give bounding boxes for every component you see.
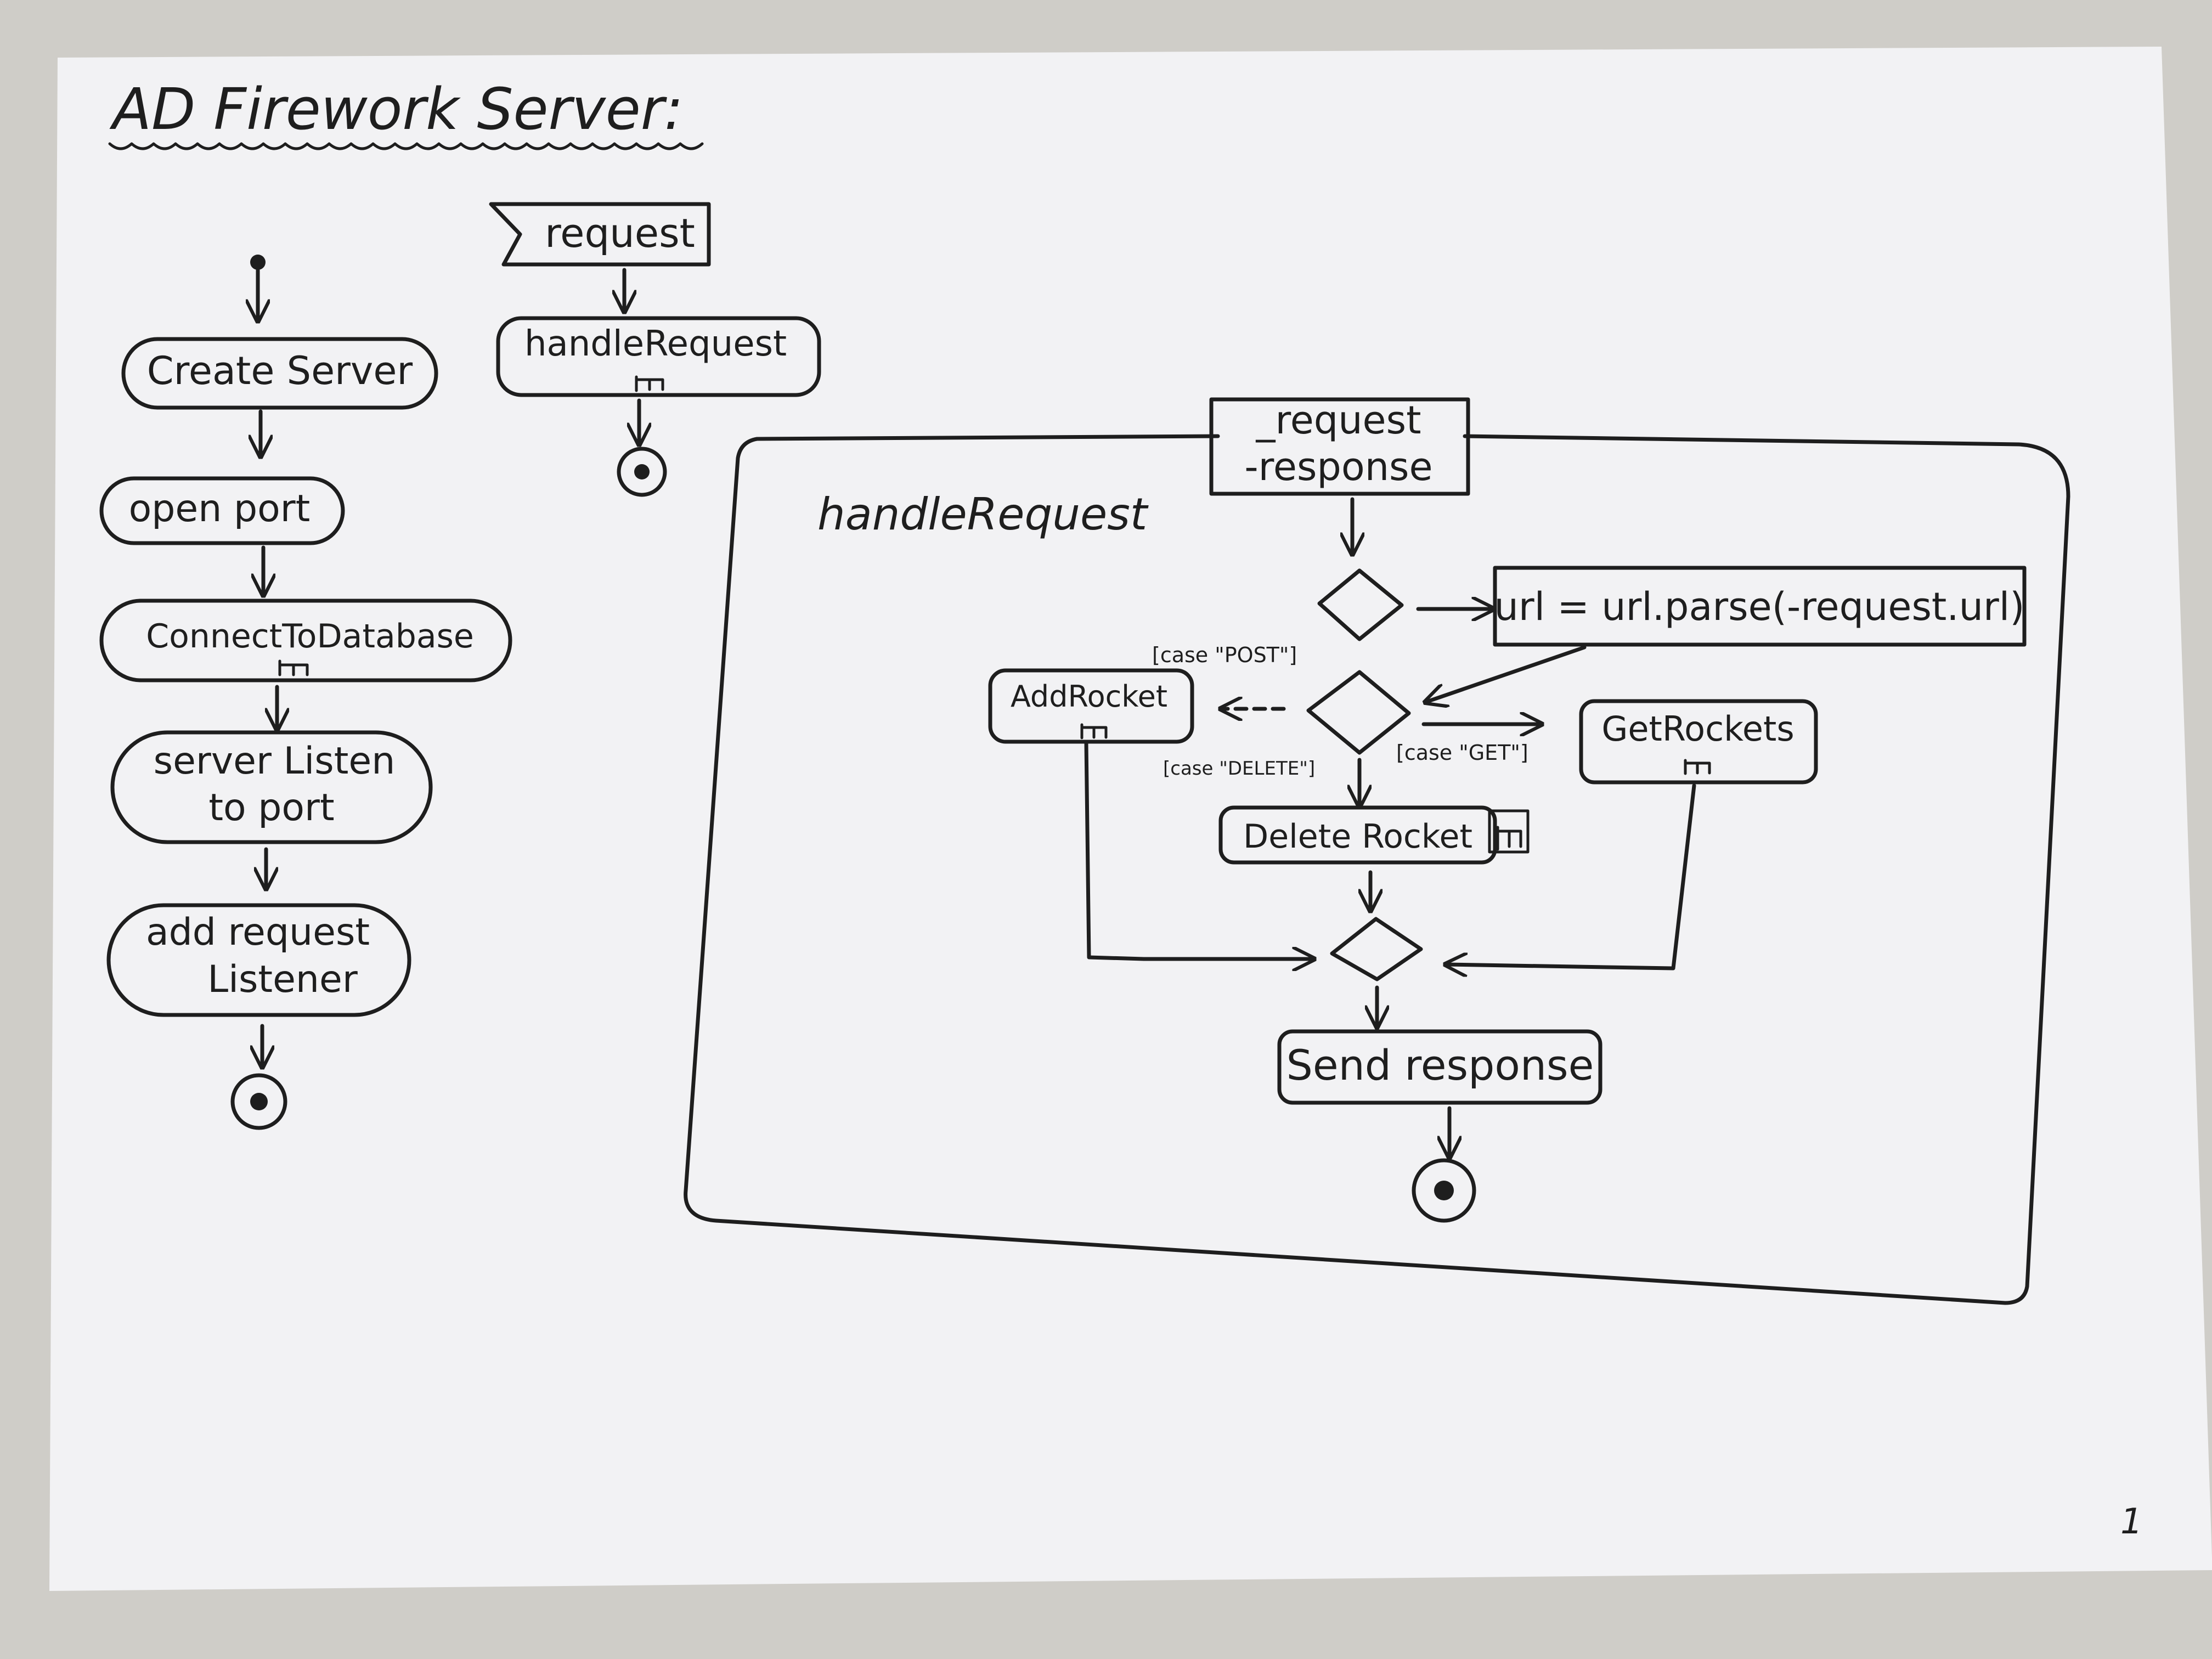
title-underline [108,142,704,150]
node-create-server-label: Create Server [147,348,413,393]
call-behavior-icon [1684,759,1711,775]
node-connect-to-database [99,599,512,682]
node-open-port-label: open port [129,487,311,531]
arrow-get-to-merge [1446,783,1696,968]
call-behavior-icon [1080,723,1108,740]
node-handle-request-label: handleRequest [524,324,787,364]
signal-request-shape [489,202,711,267]
page-title: AD Firework Server: [109,76,684,143]
decision-node-2 [1306,670,1411,755]
guard-post: [case "POST"] [1152,643,1297,667]
arrow-url-to-decision [1425,645,1587,702]
node-open-port [99,476,345,545]
node-send-response [1277,1029,1602,1105]
node-delete-rocket-label: Delete Rocket [1243,817,1472,856]
guard-delete: [case "DELETE"] [1163,758,1315,780]
node-get-rockets-label: GetRockets [1601,709,1794,749]
node-add-request-line2: Listener [207,958,358,1001]
call-behavior-icon [1496,826,1522,851]
node-server-listen-line2: to port [208,786,334,830]
arrow-add-to-merge [1084,741,1314,959]
node-add-rocket-label: AddRocket [1011,679,1167,714]
node-get-rockets [1579,699,1818,785]
handle-request-frame [684,434,2070,1305]
request-final-node [617,447,667,497]
paper-sheet [49,47,2212,1591]
call-behavior-box [1488,809,1530,854]
node-create-server [121,337,438,410]
node-send-response-label: Send response [1286,1041,1594,1090]
guard-get: [case "GET"] [1396,741,1528,765]
main-final-node [230,1073,287,1130]
call-behavior-icon [278,659,309,676]
node-handle-request [496,316,821,397]
main-initial-node [250,255,266,270]
signal-request-label: request [545,210,695,256]
node-url-parse-label: url = url.parse(-request.url) [1494,584,2024,629]
merge-node [1330,917,1423,981]
call-behavior-icon [635,375,664,392]
decision-node-1 [1317,568,1404,641]
node-add-request-line1: add request [146,911,370,954]
param-request: _request [1255,398,1421,443]
param-response: -response [1244,444,1432,489]
frame-label: handleRequest [817,489,1149,540]
handle-request-final-node [1412,1158,1476,1223]
node-server-listen [110,730,433,844]
node-connect-to-database-label: ConnectToDatabase [146,617,474,656]
page-number: 1 [2120,1502,2143,1542]
node-delete-rocket [1218,805,1497,865]
node-add-rocket [988,668,1194,744]
node-server-listen-line1: server Listen [154,740,396,783]
node-add-request-listener [106,903,411,1017]
node-url-parse [1493,566,2027,647]
params-box [1209,397,1470,496]
